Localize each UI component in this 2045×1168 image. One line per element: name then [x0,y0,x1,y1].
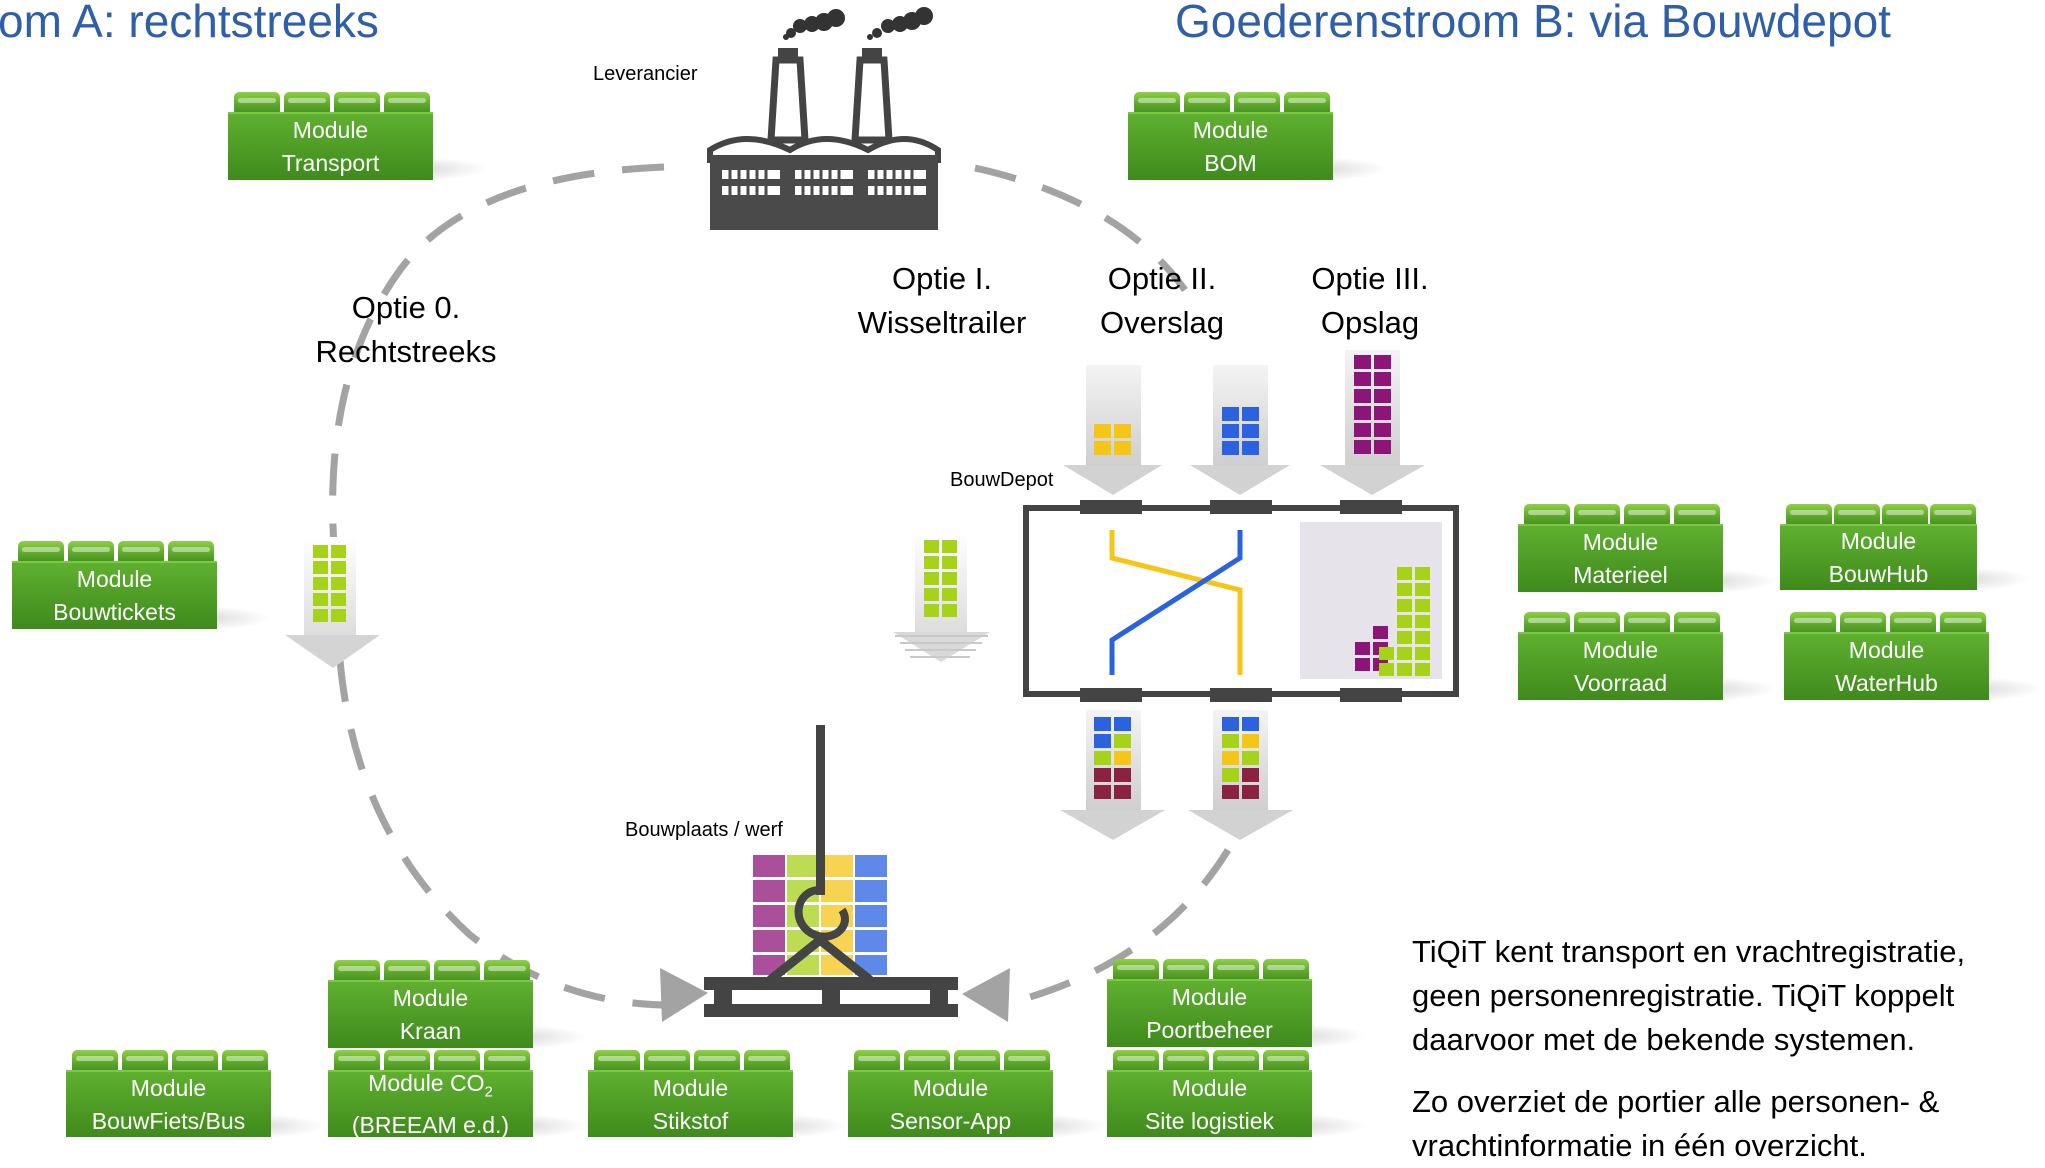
arrow-in-opslag-purple [1320,350,1425,495]
module-sensor-line1: Module [912,1074,989,1101]
module-voorraad-line2: Voorraad [1573,670,1668,696]
explanation-p1-line1: TiQiT kent transport en vrachtregistrati… [1412,934,1966,969]
module-bouwtickets-line1: Module [76,566,153,592]
module-sitelogistiek-line2: Site logistiek [1144,1107,1275,1134]
label-supplier: Leverancier [593,63,698,85]
module-bouwhub-line1: Module [1840,528,1917,554]
module-kraan-line1: Module [392,985,469,1011]
arrow-in-overslag-blue [1190,365,1290,495]
module-stikstof-line1: Module [652,1074,729,1101]
construction-site-icon [704,725,958,1017]
option-1-name: Wisseltrailer [857,305,1027,340]
module-stikstof-line2: Stikstof [652,1107,729,1134]
option-2-label: Optie II. Overslag [1062,257,1262,345]
option-2-name: Overslag [1099,305,1225,340]
module-bouwtickets-line2: Bouwtickets [53,599,176,625]
module-bom-line2: BOM [1204,150,1257,176]
explanation-p2-line1: Zo overziet de portier alle personen- & [1412,1084,1940,1119]
module-bouwfiets-line2: BouwFiets/Bus [91,1107,246,1134]
option-0-name: Rechtstreeks [315,334,497,369]
module-sensor-line2: Sensor-App [889,1107,1012,1134]
factory-icon [707,7,941,230]
module-waterhub-line2: WaterHub [1835,670,1938,696]
explanation-paragraph-2: Zo overziet de portier alle personen- & … [1412,1080,1939,1168]
module-co2-line2: (BREEAM e.d.) [351,1111,510,1138]
module-waterhub-line1: Module [1848,637,1925,663]
arrow-option-1 [893,532,990,662]
module-transport-line1: Module [292,117,369,143]
option-2-number: Optie II. [1107,261,1217,296]
module-bouwhub-line2: BouwHub [1828,561,1929,587]
module-co2-line1: Module CO2 [328,1067,533,1109]
explanation-p1-line2: geen personenregistratie. TiQiT koppelt [1412,978,1955,1013]
module-sitelogistiek-line1: Module [1171,1074,1248,1101]
option-1-number: Optie I. [892,261,992,296]
module-kraan-line2: Kraan [399,1018,462,1044]
explanation-p2-line2: vrachtinformatie in één overzicht. [1412,1128,1867,1163]
module-co2[interactable]: Module CO2(BREEAM e.d.) [328,1050,588,1139]
option-1-label: Optie I. Wisseltrailer [842,257,1042,345]
arrow-out-mixed-2 [1188,710,1293,840]
arrow-in-overslag-yellow [1063,365,1162,495]
option-3-label: Optie III. Opslag [1270,257,1470,345]
arrow-out-mixed-1 [1060,710,1165,840]
module-co2-subscript: 2 [484,1083,493,1101]
explanation-paragraph-1: TiQiT kent transport en vrachtregistrati… [1412,930,1965,1062]
title-stream-b: Goederenstroom B: via Bouwdepot [1175,0,1891,47]
module-co2-line1-text: Module CO [368,1070,485,1097]
module-bouwfiets-line1: Module [130,1074,207,1101]
option-0-label: Optie 0. Rechtstreeks [306,286,506,374]
option-3-number: Optie III. [1311,261,1429,296]
label-bouwdepot: BouwDepot [950,469,1054,491]
option-0-number: Optie 0. [351,290,461,325]
flow-diagram [285,7,1459,1022]
title-stream-a: om A: rechtstreeks [0,0,379,47]
module-materieel-line2: Materieel [1573,562,1668,588]
route-circle [329,163,1231,1009]
module-materieel-line1: Module [1582,529,1659,555]
module-bom-line1: Module [1192,117,1269,143]
bouwdepot-box [1023,500,1459,702]
explanation-p1-line3: daarvoor met de bekende systemen. [1412,1022,1916,1057]
module-transport-line2: Transport [281,150,380,176]
arrowhead-right [962,968,1010,1022]
arrowhead-left [660,968,708,1022]
arrow-option-0 [285,537,380,668]
option-3-name: Opslag [1320,305,1420,340]
label-construction-site: Bouwplaats / werf [625,819,783,841]
module-voorraad-line1: Module [1582,637,1659,663]
module-poortbeheer-line1: Module [1171,984,1248,1010]
module-poortbeheer-line2: Poortbeheer [1146,1017,1273,1043]
